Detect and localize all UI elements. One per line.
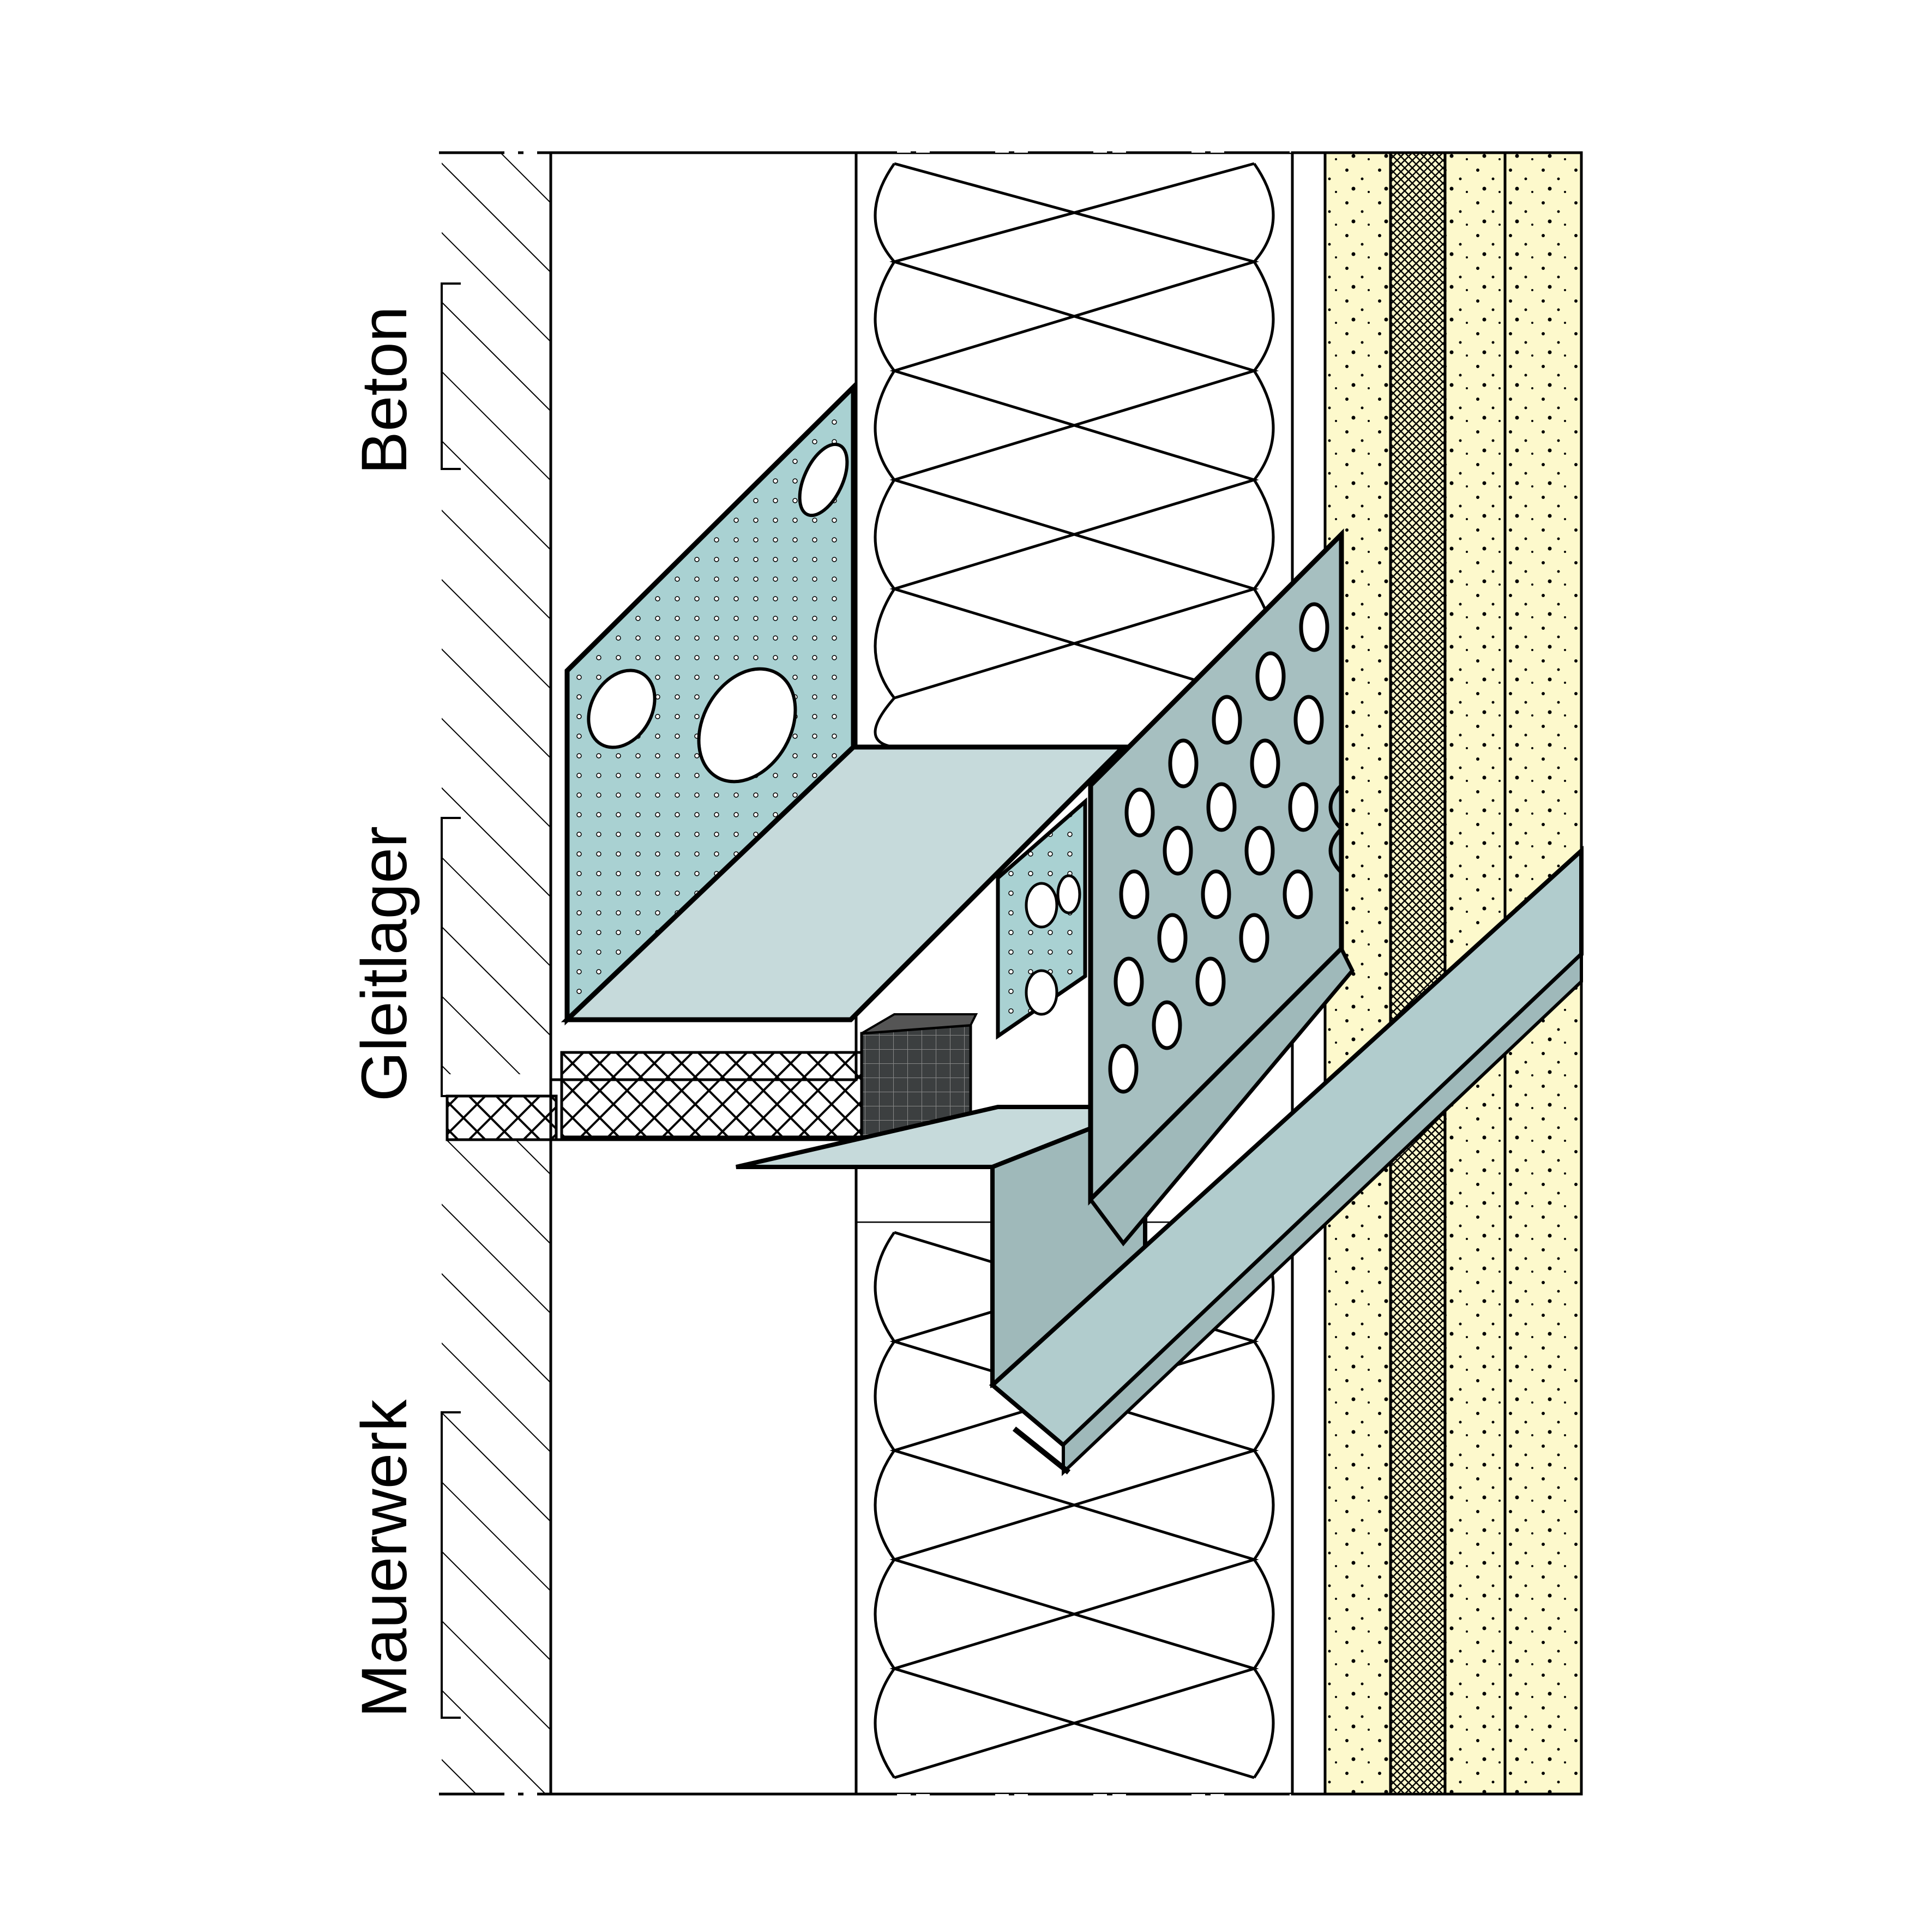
concrete-wall — [442, 153, 552, 1794]
label-gleitlager: Gleitlager — [348, 826, 420, 1102]
label-mauerwerk: Mauerwerk — [348, 1399, 420, 1718]
insulation-upper — [856, 153, 1292, 747]
label-brackets — [441, 282, 461, 1719]
perforated-tab — [996, 797, 1087, 1040]
sliding-felt-layer — [446, 1051, 869, 1141]
perforated-profile-front — [1088, 528, 1355, 1247]
label-beton: Beton — [348, 306, 420, 474]
sliding-rail-profile — [736, 845, 1584, 1476]
perforated-profile-upper — [561, 381, 1129, 1026]
